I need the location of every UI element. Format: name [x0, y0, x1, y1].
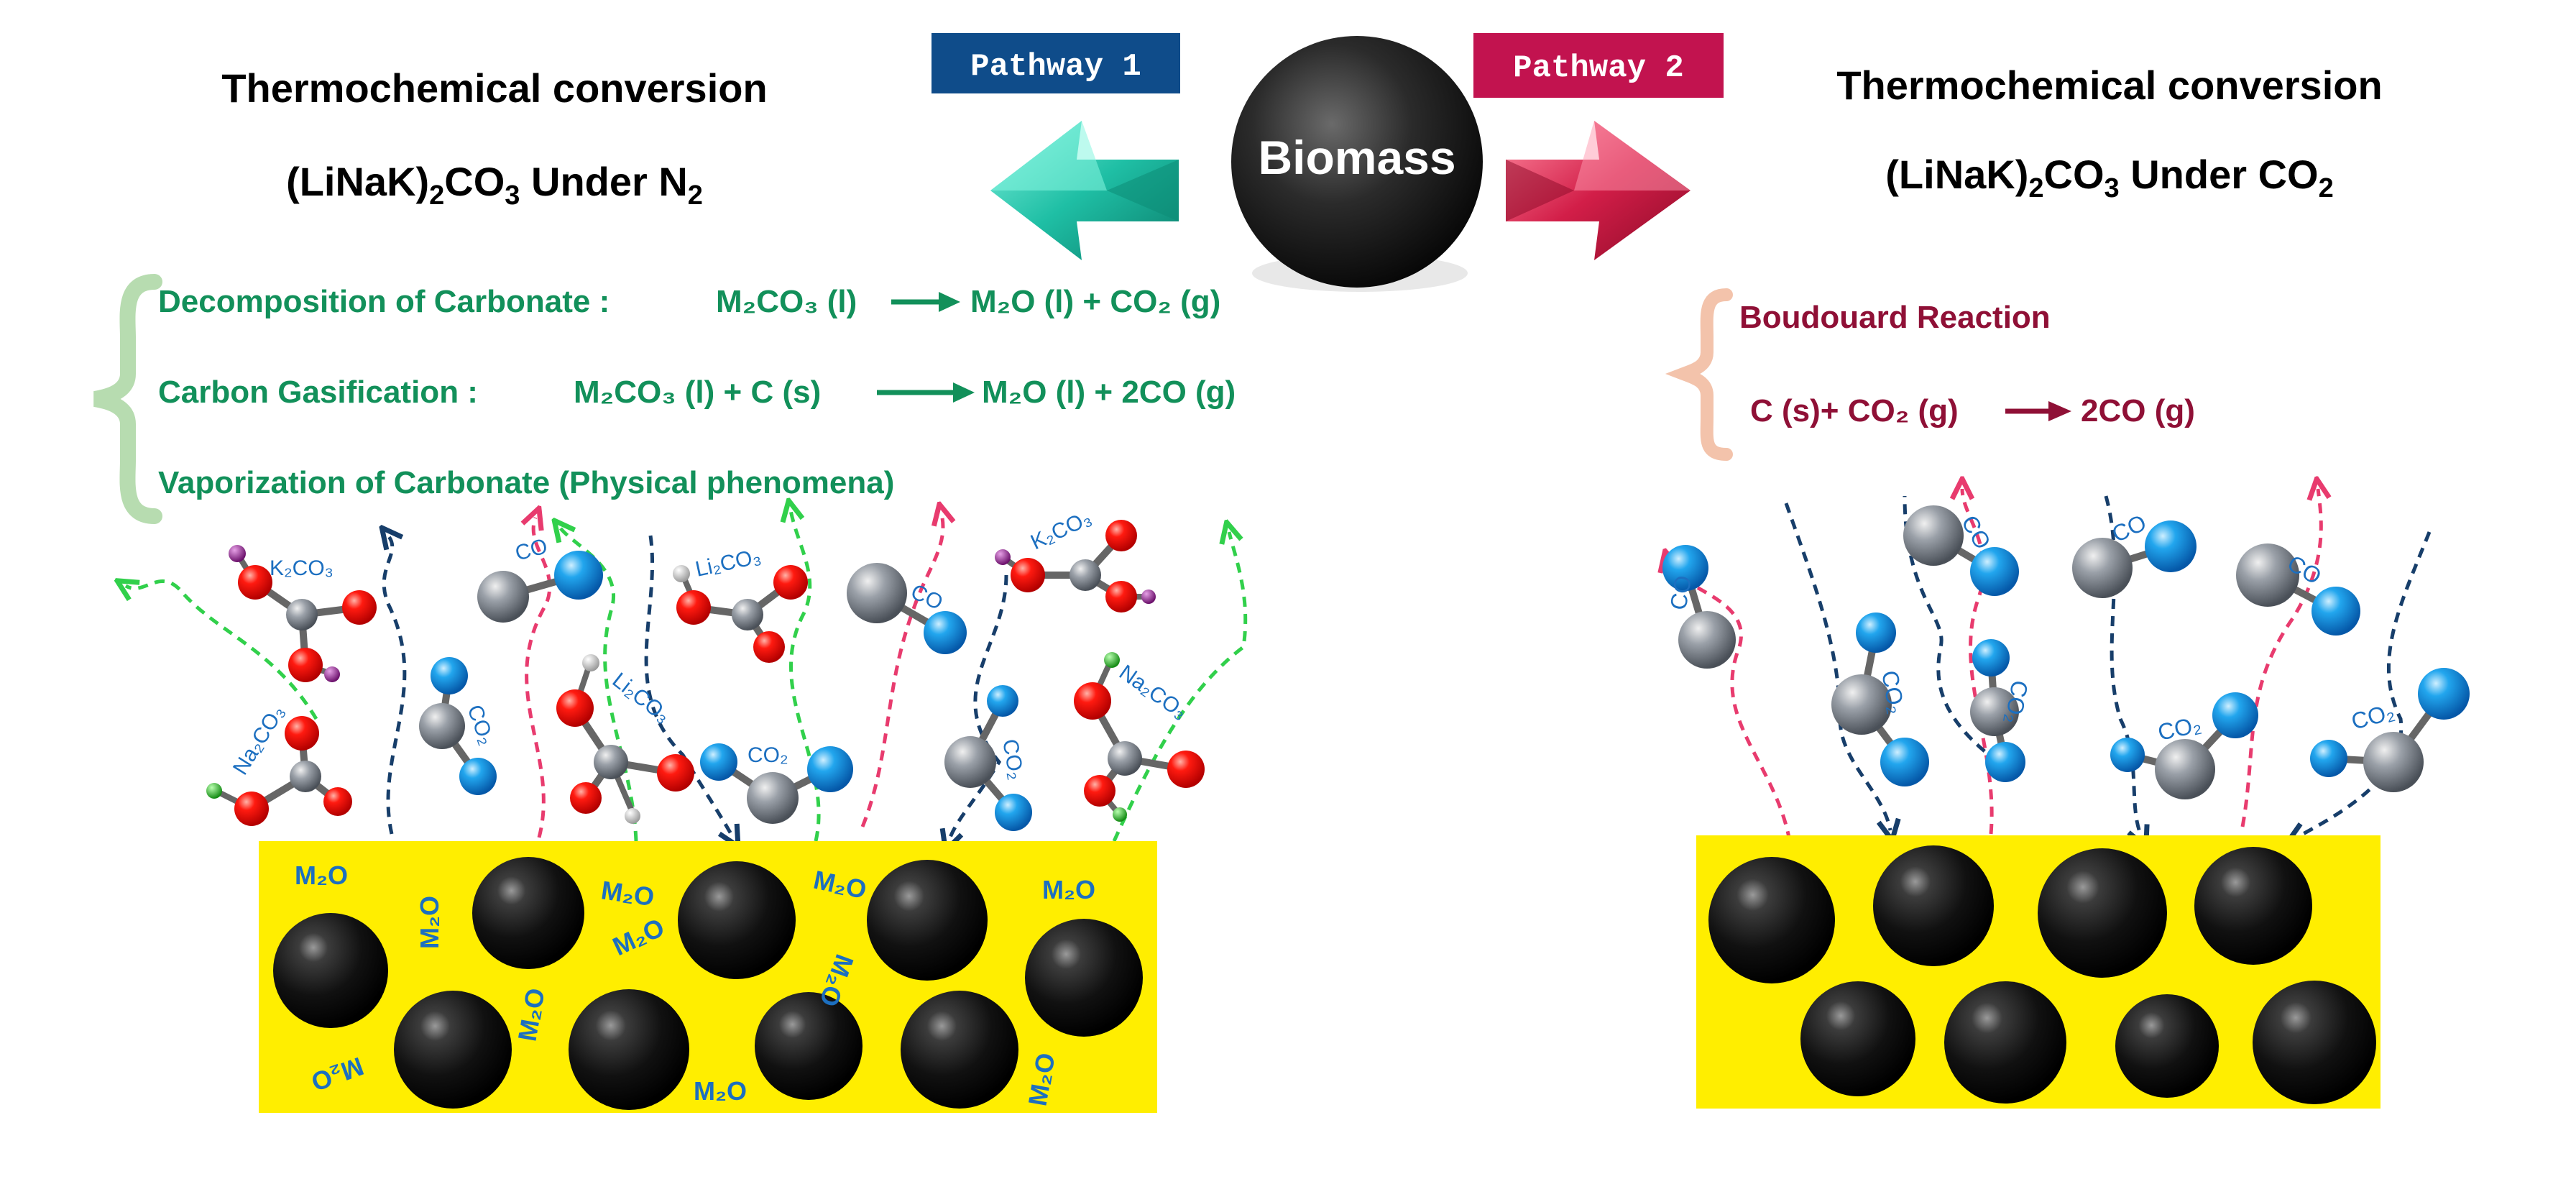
gasification-lhs: M₂CO₃ (l) + C (s) — [574, 375, 821, 410]
left-title-line1: Thermochemical conversion — [221, 65, 767, 111]
left-pathway-arrow — [990, 121, 1179, 260]
right-molecule-labels: CO CO CO CO CO₂ CO₂ CO₂ CO₂ — [1665, 509, 2397, 745]
co2-molecule-r1 — [1831, 613, 1929, 786]
right-reaction: Boudouard Reaction C (s)+ CO₂ (g) 2CO (g… — [1739, 300, 2195, 428]
m2o-label: M₂O — [599, 875, 656, 912]
co-molecule-r3 — [2072, 520, 2196, 598]
pathway2-label: Pathway 2 — [1513, 50, 1684, 86]
molecule-label: CO₂ — [998, 737, 1028, 781]
molecule-label: CO₂ — [462, 702, 498, 748]
na2co3-molecule — [206, 716, 352, 826]
boudouard-lhs: C (s)+ CO₂ (g) — [1750, 393, 1959, 428]
pathway1-badge: Pathway 1 — [932, 33, 1180, 93]
k2co3-molecule — [229, 545, 377, 682]
m2o-label: M₂O — [694, 1076, 747, 1106]
molecule-label: CO₂ — [2348, 698, 2397, 734]
co-molecule-r2 — [1903, 505, 2019, 596]
molecule-label: CO — [907, 579, 947, 615]
vaporization-label: Vaporization of Carbonate (Physical phen… — [158, 465, 894, 500]
co-molecule-r1 — [1662, 545, 1736, 669]
molecule-label: K₂CO₃ — [1027, 506, 1095, 554]
molecule-label: CO₂ — [2156, 711, 2204, 746]
right-reaction-brace — [1665, 288, 1733, 461]
co2-molecule-r2 — [1970, 639, 2025, 782]
co2-molecule-2 — [700, 743, 853, 824]
right-melt-bath — [1696, 835, 2380, 1109]
biomass-center: Biomass — [1231, 36, 1483, 292]
molecule-label: Li₂CO₃ — [608, 669, 675, 728]
right-title-line1: Thermochemical conversion — [1836, 63, 2382, 108]
right-pathway-arrow — [1506, 121, 1690, 260]
co2-molecule — [419, 657, 497, 795]
right-molecules — [1662, 505, 2470, 799]
molecule-label: CO — [1956, 511, 1996, 554]
li2co3-molecule-2 — [556, 654, 694, 824]
decomposition-label: Decomposition of Carbonate : — [158, 284, 610, 319]
m2o-label: M₂O — [1042, 875, 1095, 904]
left-title-line2: (LiNaK)2CO3 Under N2 — [286, 159, 703, 211]
boudouard-rhs: 2CO (g) — [2081, 393, 2195, 428]
co-molecule-3 — [944, 685, 1032, 831]
na2co3-molecule-2 — [1074, 652, 1205, 822]
left-reaction-brace — [93, 274, 162, 524]
left-melt-bath: M₂O M₂O M₂O M₂O M₂O M₂O M₂O M₂O M₂O M₂O … — [259, 841, 1157, 1113]
char-particles-right — [1708, 845, 2376, 1104]
biomass-sphere — [1231, 36, 1483, 288]
co-molecule — [477, 551, 603, 623]
co2-molecule-r4 — [2310, 668, 2470, 792]
gasification-rhs: M₂O (l) + 2CO (g) — [982, 375, 1236, 410]
molecule-label: CO₂ — [748, 743, 788, 767]
co-molecule-2 — [847, 563, 967, 654]
molecule-label: Na₂CO₃ — [1115, 661, 1192, 725]
biomass-label: Biomass — [1258, 131, 1455, 184]
right-flow-paths — [1668, 489, 2432, 841]
m2o-label: M₂O — [295, 861, 348, 890]
decomposition-lhs: M₂CO₃ (l) — [716, 284, 857, 319]
molecule-label: CO₂ — [2000, 679, 2033, 726]
li2co3-molecule — [673, 565, 808, 663]
co2-molecule-r3 — [2110, 692, 2258, 799]
molecule-label: Na₂CO₃ — [229, 701, 290, 779]
char-particles — [273, 857, 1143, 1110]
left-reactions: Decomposition of Carbonate : M₂CO₃ (l) M… — [158, 284, 1236, 500]
molecule-label: Li₂CO₃ — [694, 544, 763, 581]
right-title-line2: (LiNaK)2CO3 Under CO2 — [1885, 152, 2333, 203]
left-molecule-labels: K₂CO₃ Li₂CO₃ Li₂CO₃ Na₂CO₃ Na₂CO₃ K₂CO₃ … — [229, 506, 1192, 781]
gasification-label: Carbon Gasification : — [158, 375, 478, 410]
pathway1-label: Pathway 1 — [970, 49, 1141, 85]
left-molecules — [206, 520, 1205, 831]
m2o-label: M₂O — [415, 896, 444, 949]
molecule-label: K₂CO₃ — [270, 556, 334, 580]
boudouard-heading: Boudouard Reaction — [1739, 300, 2051, 335]
pathway2-badge: Pathway 2 — [1473, 33, 1724, 98]
k2co3-molecule-2 — [995, 520, 1156, 613]
co-molecule-r4 — [2236, 543, 2360, 636]
decomposition-rhs: M₂O (l) + CO₂ (g) — [970, 284, 1220, 319]
molecule-label: CO — [1665, 574, 1696, 613]
